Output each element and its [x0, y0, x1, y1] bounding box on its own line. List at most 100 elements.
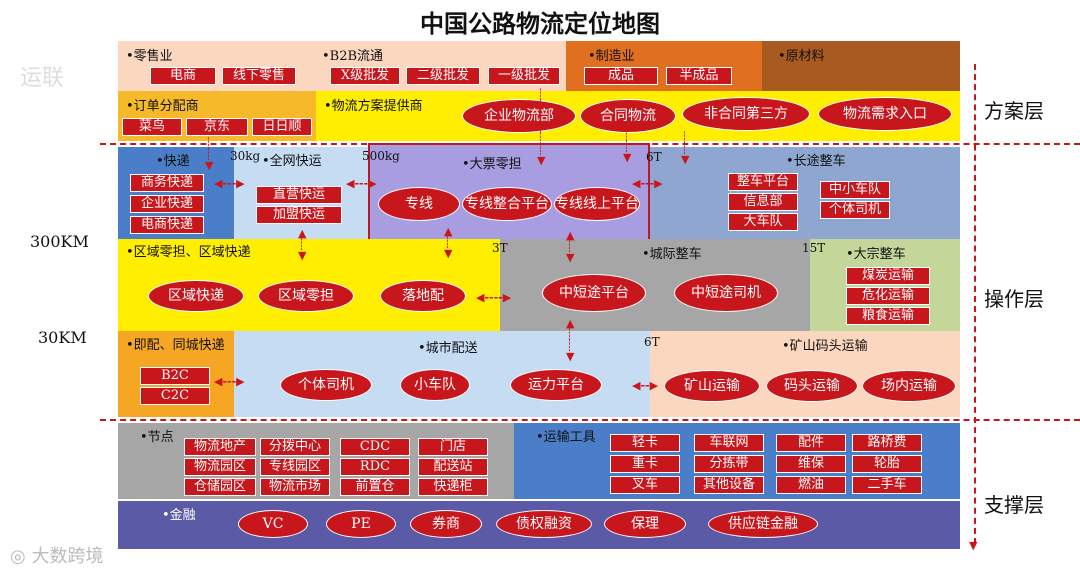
intercity-item-driver: 中短途司机 [674, 274, 778, 312]
arrow-ltl-intercity: ▲┊▼ [566, 229, 575, 264]
intercity-item-platform: 中短途平台 [542, 274, 646, 312]
city-label: •城市配送 [418, 341, 478, 356]
instant-item-c2c: C2C [140, 387, 210, 405]
nodes-item-9: 仓储园区 [184, 478, 256, 496]
retail-item-offline: 线下零售 [222, 67, 296, 85]
b2b-label: •B2B流通 [322, 49, 384, 64]
tools-item-10: 其他设备 [694, 476, 764, 494]
raw-region [762, 41, 960, 91]
finance-label: •金融 [162, 508, 196, 523]
watermark-text: 运联 [20, 66, 65, 91]
bulk-item-hazmat: 危化运输 [846, 287, 930, 305]
raw-label: •原材料 [778, 49, 825, 64]
weight-3t: 3T [492, 241, 508, 255]
tools-item-6: 分拣带 [694, 455, 764, 473]
order-item-jd: 京东 [186, 118, 248, 136]
weight-30kg: 30kg [230, 149, 261, 163]
finance-item-debt: 债权融资 [496, 510, 592, 538]
ltl-item-line: 专线 [378, 187, 460, 221]
arrow-intercity-city: ▲┊┊▼ [566, 317, 575, 363]
nodes-item-11: 前置仓 [340, 478, 410, 496]
finance-item-factoring: 保理 [604, 510, 686, 538]
regional-item-lastmile: 落地配 [380, 280, 466, 312]
tools-item-7: 维保 [776, 455, 846, 473]
arrow-order-to-express: ┊┊▼ [205, 137, 214, 172]
separator-operate-support [100, 419, 1080, 421]
ltl-item-online: 专线线上平台 [554, 187, 640, 221]
solution-item-contract: 合同物流 [580, 99, 676, 133]
tools-item-2: 车联网 [694, 434, 764, 452]
order-item-cainiao: 菜鸟 [122, 118, 182, 136]
tools-item-3: 配件 [776, 434, 846, 452]
solution-item-enterprise: 企业物流部 [462, 99, 576, 133]
b2b-item-first: 一级批发 [488, 67, 560, 85]
express-item-ecom: 电商快递 [130, 216, 204, 234]
arrow-lastmile-intercity: ◀‐‐‐‐▶ [476, 291, 512, 304]
manufacturing-item-semi: 半成品 [666, 67, 732, 85]
express-label: •快递 [156, 154, 190, 169]
arrow-ltl-regional: ▲┊▼ [444, 225, 453, 260]
express-item-business: 商务快递 [130, 174, 204, 192]
finance-item-scf: 供应链金融 [708, 510, 818, 538]
weight-6t-top: 6T [646, 150, 662, 164]
arrow-network-regional: ▲┊▼ [298, 227, 307, 262]
nodes-item-1: 物流地产 [184, 438, 256, 456]
network-item-franchise: 加盟快运 [256, 206, 342, 224]
arrow-contract-to-ltl: ┊┊▼ [623, 129, 632, 164]
network-item-direct: 直营快运 [256, 186, 342, 204]
layer-label-support: 支撑层 [984, 493, 1044, 517]
layer-axis-arrow-down: ▼ [969, 539, 978, 552]
nodes-item-4: 门店 [418, 438, 488, 456]
longhaul-item-driver: 个体司机 [820, 201, 890, 219]
nodes-item-5: 物流园区 [184, 458, 256, 476]
longhaul-item-big: 大车队 [728, 213, 798, 231]
arrow-b2b-to-ltl: ┊┊┊┊┊┊▼ [537, 88, 546, 167]
nodes-label: •节点 [140, 430, 174, 445]
tools-item-9: 叉车 [610, 476, 680, 494]
brand-icon: ◎ [10, 546, 26, 567]
nodes-item-10: 物流市场 [260, 478, 330, 496]
weight-6t-bottom: 6T [644, 335, 660, 349]
tools-item-12: 二手车 [852, 476, 922, 494]
finance-item-pe: PE [326, 510, 396, 538]
retail-item-ecommerce: 电商 [150, 67, 216, 85]
network-label: •全网快运 [262, 154, 322, 169]
mine-item-port: 码头运输 [766, 370, 858, 402]
manufacturing-label: •制造业 [588, 49, 635, 64]
nodes-item-7: RDC [340, 458, 410, 476]
layer-label-plan: 方案层 [984, 99, 1044, 123]
regional-item-express: 区域快递 [148, 280, 244, 312]
order-item-rrs: 日日顺 [252, 118, 312, 136]
longhaul-item-platform: 整车平台 [728, 173, 798, 191]
tools-label: •运输工具 [536, 430, 596, 445]
brand-text: 大数跨境 [31, 546, 104, 567]
solution-item-entry: 物流需求入口 [818, 97, 952, 131]
instant-label: •即配、同城快递 [126, 338, 225, 353]
regional-label: •区域零担、区域快递 [126, 245, 251, 260]
bulk-item-coal: 煤炭运输 [846, 267, 930, 285]
city-item-platform: 运力平台 [510, 369, 602, 401]
layer-label-operate: 操作层 [984, 287, 1044, 311]
ltl-label: •大票零担 [462, 157, 522, 172]
longhaul-region [650, 147, 960, 239]
longhaul-label: •长途整车 [786, 154, 846, 169]
separator-plan-operate [100, 143, 1080, 145]
arrow-instant-city: ◀‐‐‐▶ [214, 375, 245, 388]
solution-label: •物流方案提供商 [324, 99, 423, 114]
nodes-item-6: 专线园区 [260, 458, 330, 476]
tools-item-8: 轮胎 [852, 455, 922, 473]
finance-item-vc: VC [238, 510, 308, 538]
finance-item-broker: 券商 [410, 510, 482, 538]
distance-30km: 30KM [38, 328, 87, 347]
tools-item-4: 路桥费 [852, 434, 922, 452]
tools-item-1: 轻卡 [610, 434, 680, 452]
arrow-city-mine: ◀‐‐▶ [632, 379, 659, 392]
weight-15t: 15T [802, 241, 826, 255]
nodes-item-3: CDC [340, 438, 410, 456]
nodes-item-8: 配送站 [418, 458, 488, 476]
arrow-noncontract-to-longhaul: ┊┊▼ [681, 131, 690, 166]
bulk-label: •大宗整车 [846, 247, 906, 262]
layer-axis [974, 64, 976, 544]
arrow-ltl-longhaul: ◀‐‐‐▶ [632, 177, 663, 190]
manufacturing-item-finished: 成品 [584, 67, 658, 85]
